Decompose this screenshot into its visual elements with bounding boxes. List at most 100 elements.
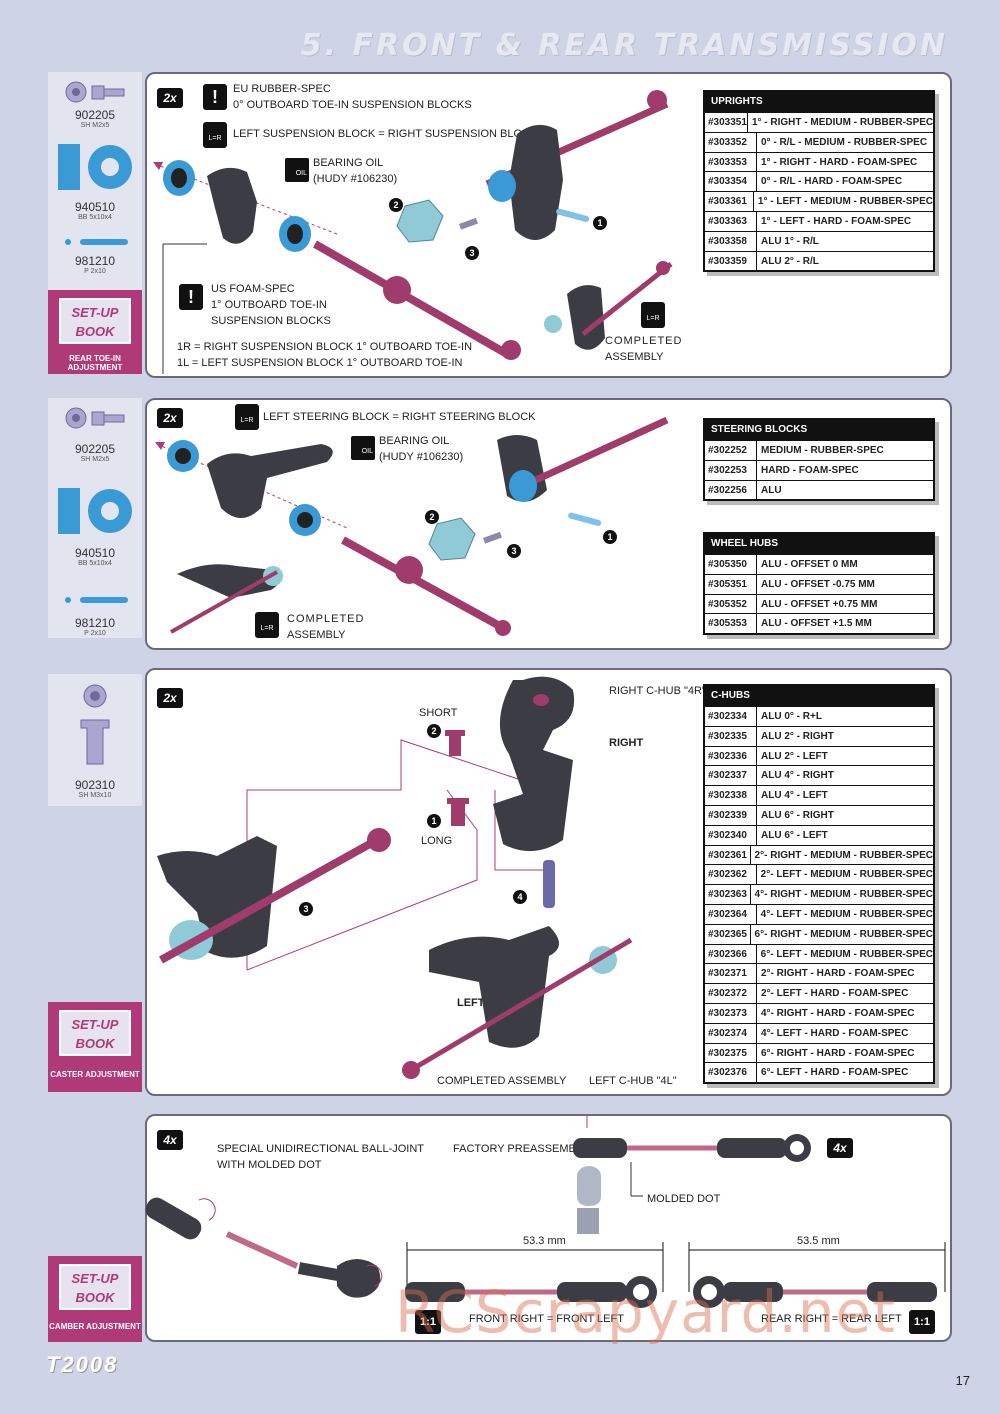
quantity-badge: 2x — [157, 688, 183, 708]
oil-label: BEARING OIL — [379, 435, 450, 447]
right-block-note: 1R = RIGHT SUSPENSION BLOCK 1° OUTBOARD … — [177, 341, 473, 353]
us-spec-label: US FOAM-SPEC — [211, 283, 295, 295]
part-code: #303353 — [705, 152, 757, 172]
part-code: #302365 — [705, 924, 751, 944]
part-desc: 2°- LEFT - MEDIUM - RUBBER-SPEC — [760, 869, 933, 881]
part-code: #303352 — [705, 132, 757, 152]
completed-label: ASSEMBLY — [287, 629, 346, 641]
bearing-icon — [58, 488, 132, 534]
short-label: SHORT — [419, 707, 458, 719]
table-header: WHEEL HUBS — [705, 534, 933, 554]
part-code: #302253 — [705, 460, 757, 480]
part-code: #303363 — [705, 211, 757, 231]
part-code: #302340 — [705, 825, 757, 845]
part-spec: SH M3x10 — [78, 792, 112, 799]
part-desc: ALU 4° - RIGHT — [761, 770, 834, 782]
right-hub-label: RIGHT C-HUB "4R" — [609, 685, 706, 697]
page-title: 5. FRONT & REAR TRANSMISSION — [300, 28, 948, 63]
table-header: UPRIGHTS — [705, 92, 933, 112]
us-spec-detail: SUSPENSION BLOCKS — [211, 315, 331, 327]
part-code: #302366 — [705, 944, 757, 964]
quantity-badge: 4x — [157, 1130, 183, 1150]
oil-part: (HUDY #106230) — [313, 173, 398, 185]
left-marker: LEFT — [457, 997, 485, 1009]
left-equals-right-icon: L=R — [641, 302, 665, 328]
quantity-badge: 2x — [157, 88, 183, 108]
part-number: 902310 — [74, 778, 116, 792]
part-desc: MEDIUM - RUBBER-SPEC — [761, 445, 884, 456]
part-code: #305353 — [705, 614, 757, 634]
part-code: #302376 — [705, 1063, 757, 1083]
eu-spec-detail: 0° OUTBOARD TOE-IN SUSPENSION BLOCKS — [233, 99, 472, 111]
part-desc: 1° - RIGHT - MEDIUM - RUBBER-SPEC — [751, 117, 934, 128]
oil-icon: OIL — [351, 436, 375, 460]
page-number: 17 — [955, 1373, 970, 1388]
factory-label: FACTORY PREASSEMBLED — [453, 1143, 598, 1155]
part-desc: 1° - LEFT - MEDIUM - RUBBER-SPEC — [757, 196, 933, 208]
part-desc: 0° - R/L - MEDIUM - RUBBER-SPEC — [761, 136, 928, 148]
setup-book-toe-in: SET-UP BOOK REAR TOE-IN ADJUSTMENT — [48, 290, 142, 374]
part-desc: 6°- LEFT - HARD - FOAM-SPEC — [761, 1067, 909, 1079]
pin-icon — [65, 597, 128, 603]
ball-joint-label: WITH MOLDED DOT — [217, 1159, 322, 1171]
setup-book-camber: SET-UP BOOK CAMBER ADJUSTMENT — [48, 1256, 142, 1342]
symmetry-note: LEFT STEERING BLOCK = RIGHT STEERING BLO… — [263, 411, 536, 423]
step-marker: 4 — [513, 890, 527, 904]
warning-icon: ! — [203, 84, 227, 110]
part-code: #302336 — [705, 746, 757, 766]
symmetry-note: LEFT SUSPENSION BLOCK = RIGHT SUSPENSION… — [233, 128, 538, 140]
molded-dot-label: MOLDED DOT — [647, 1193, 721, 1205]
pin-icon — [65, 239, 128, 245]
step-marker: 1 — [603, 530, 617, 544]
part-code: #303358 — [705, 231, 757, 251]
setup-book-icon: SET-UP BOOK — [59, 298, 131, 344]
steering-assembly-drawing — [155, 416, 669, 636]
setup-caption: REAR TOE-IN ADJUSTMENT — [67, 354, 123, 372]
step-marker: 1 — [593, 216, 607, 230]
left-equals-right-icon: L=R — [203, 122, 227, 148]
part-code: #302373 — [705, 1003, 757, 1023]
oil-label: BEARING OIL — [313, 157, 384, 169]
part-desc: ALU 6° - RIGHT — [761, 809, 834, 821]
completed-label: COMPLETED ASSEMBLY — [437, 1075, 567, 1087]
quantity-badge: 2x — [157, 408, 183, 428]
part-desc: 4°- LEFT - HARD - FOAM-SPEC — [761, 1027, 909, 1039]
right-marker: RIGHT — [609, 737, 644, 749]
step-marker: 1 — [427, 814, 441, 828]
part-desc: ALU 1° - R/L — [761, 235, 819, 247]
left-equals-right-icon: L=R — [235, 404, 259, 430]
table-row: #302376 6°- LEFT - HARD - FOAM-SPEC — [705, 1062, 933, 1083]
part-desc: ALU 4° - LEFT — [761, 790, 828, 802]
part-desc: 1° - RIGHT - HARD - FOAM-SPEC — [761, 156, 918, 168]
part-desc: ALU - OFFSET +0.75 MM — [761, 598, 878, 610]
part-desc: ALU 0° - R+L — [761, 711, 822, 722]
setup-book-caster: SET-UP BOOK CASTER ADJUSTMENT — [48, 1002, 142, 1092]
steering-block-panel: 2x L=R LEFT STEERING BLOCK = RIGHT STEER… — [145, 398, 952, 650]
table-row: #303353 1° - RIGHT - HARD - FOAM-SPEC — [705, 151, 933, 172]
step-marker: 2 — [389, 198, 403, 212]
left-block-note: 1L = LEFT SUSPENSION BLOCK 1° OUTBOARD T… — [177, 357, 463, 369]
part-code: #303359 — [705, 251, 757, 271]
left-equals-right-icon: L=R — [255, 612, 279, 638]
part-code: #303351 — [705, 113, 748, 132]
part-spec: BB 5x10x4 — [78, 214, 112, 221]
step-marker: 3 — [465, 246, 479, 260]
part-code: #302372 — [705, 984, 757, 1003]
